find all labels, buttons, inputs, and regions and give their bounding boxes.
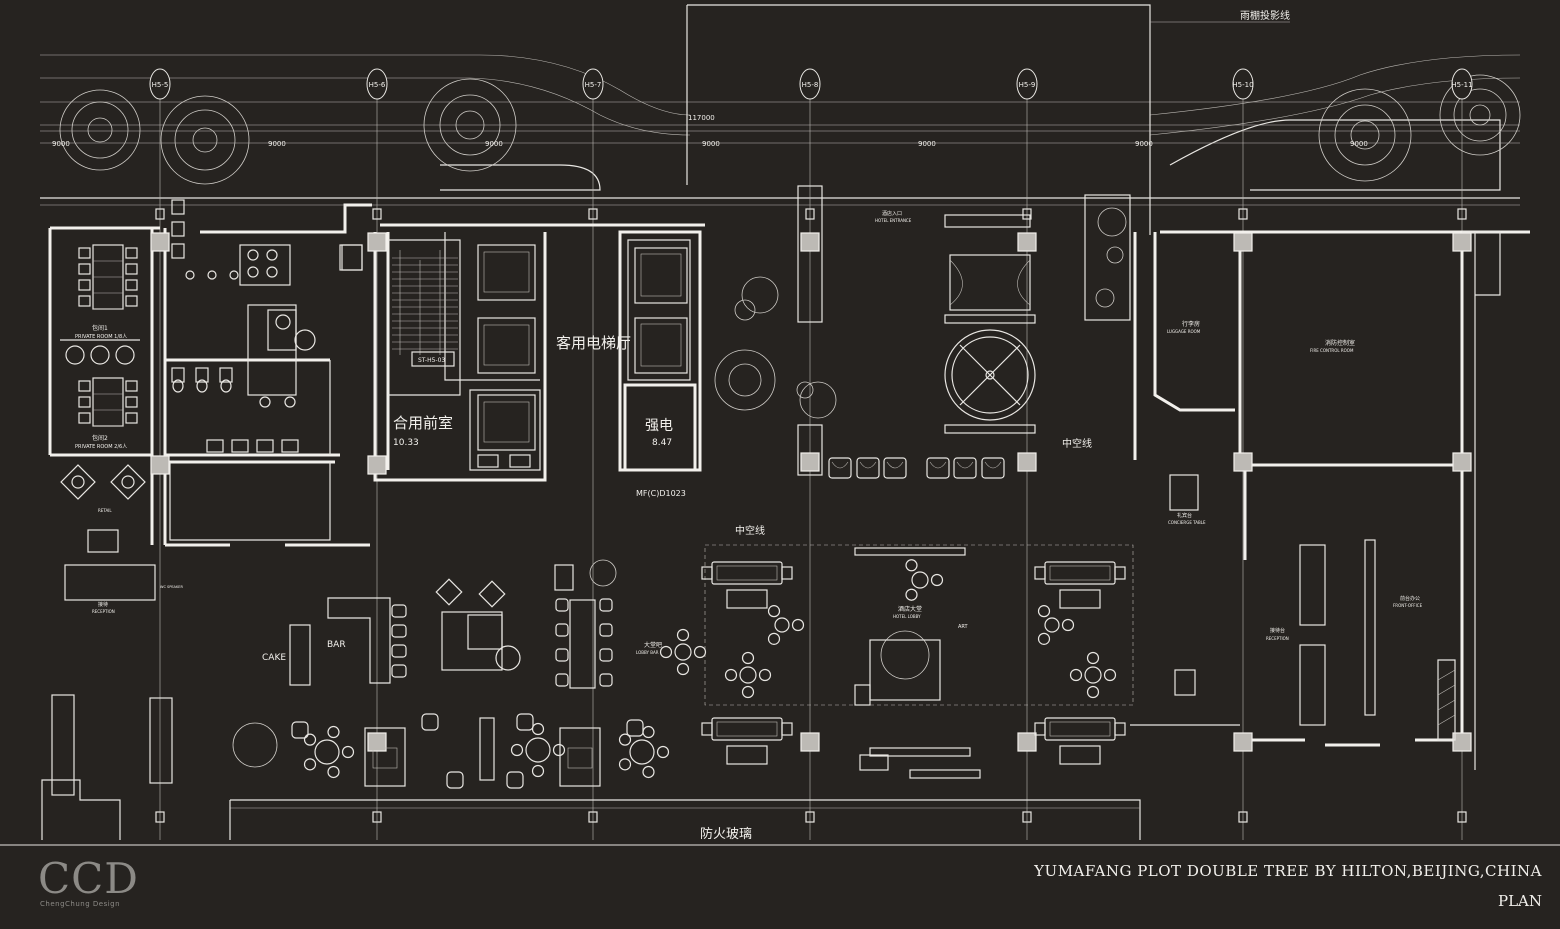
reception-cn: 接待台 (1270, 627, 1285, 634)
lobby-bar-cn: 大堂吧 (644, 641, 662, 649)
column (1233, 452, 1253, 472)
column (1452, 452, 1472, 472)
reception-left-cn: 接待 (98, 601, 108, 608)
overall-dimension: 117000 (688, 114, 715, 122)
private-room-2-en: PRIVATE ROOM 2/6人 (75, 444, 127, 450)
bar-label: BAR (327, 640, 346, 650)
column (1452, 232, 1472, 252)
electrical-room-label: 强电 (645, 418, 673, 434)
column (1233, 732, 1253, 752)
column (367, 455, 387, 475)
column (800, 452, 820, 472)
private-room-tables (60, 244, 146, 553)
bay-dimension: 9000 (52, 140, 70, 148)
grid-axis-label: H5-10 (1232, 81, 1253, 89)
electrical-room-area: 8.47 (652, 438, 672, 448)
shared-lobby-area: 10.33 (393, 438, 419, 448)
cake-label: CAKE (262, 653, 286, 663)
column (367, 732, 387, 752)
room-labels: 客用电梯厅 合用前室 10.33 强电 8.47 MF(C)D1023 ST-H… (75, 210, 1423, 842)
luggage-room-cn: 行李房 (1182, 320, 1200, 328)
hotel-lobby-en: HOTEL LOBBY (893, 614, 921, 619)
column (1017, 232, 1037, 252)
atrium-line-label-2: 中空线 (735, 524, 765, 537)
column (150, 232, 170, 252)
private-room-2-cn: 包间2 (92, 434, 108, 442)
luggage-room-en: LUGGAGE ROOM (1167, 329, 1201, 334)
bay-dimension: 9000 (918, 140, 936, 148)
ccd-logo-subtitle: ChengChung Design (40, 900, 121, 908)
fire-control-en: FIRE CONTROL ROOM (1310, 348, 1354, 353)
bay-dimension: 9000 (702, 140, 720, 148)
lobby-furniture (289, 194, 1456, 789)
hotel-lobby-cn: 酒店大堂 (898, 605, 922, 613)
private-room-1-en: PRIVATE ROOM 1/8人 (75, 334, 127, 340)
concierge-cn: 礼宾台 (1177, 512, 1192, 519)
project-title: YUMAFANG PLOT DOUBLE TREE BY HILTON,BEIJ… (1034, 862, 1542, 880)
canopy-note: 雨棚投影线 (1240, 9, 1290, 22)
grid-bubble (1016, 68, 1038, 100)
hotel-entrance-cn: 酒店入口 (882, 210, 902, 217)
dimension-line: 117000 (40, 114, 1520, 144)
column (367, 232, 387, 252)
door-tag: MF(C)D1023 (636, 489, 686, 498)
grid-axis-label: H5-11 (1451, 81, 1472, 89)
elevators (477, 244, 688, 468)
bay-dimension: 9000 (1135, 140, 1153, 148)
reception-en: RECEPTION (1266, 636, 1289, 641)
column (1452, 732, 1472, 752)
column (150, 455, 170, 475)
hotel-entrance-en: HOTEL ENTRANCE (875, 218, 912, 223)
street-lines (40, 54, 1521, 206)
reception-left-en: RECEPTION (92, 609, 115, 614)
sheet-title: PLAN (1497, 892, 1542, 910)
street-trees (59, 74, 1521, 768)
grid-axis-label: H5-8 (802, 81, 819, 89)
grid-axis-label: H5-5 (152, 81, 169, 89)
column (800, 732, 820, 752)
bay-dimensions: 9000 9000 9000 9000 9000 9000 9000 (52, 140, 1368, 148)
grid-axis-label: H5-6 (369, 81, 386, 89)
atrium-line-label: 中空线 (1062, 437, 1092, 450)
front-office-cn: 前台办公 (1400, 595, 1420, 602)
wc-speaker-label: WC SPEAKER (160, 585, 183, 589)
restroom-fixtures (171, 199, 363, 453)
ccd-logo: CCD (38, 854, 139, 903)
shared-lobby-label: 合用前室 (393, 414, 453, 432)
lobby-bar-en: LOBBY BAR (636, 650, 659, 655)
retail-label: RETAIL (98, 508, 112, 513)
concierge-en: CONCIERGE TABLE (1168, 520, 1206, 525)
private-room-1-cn: 包间1 (92, 324, 108, 332)
column (1233, 232, 1253, 252)
structural-columns (150, 232, 1472, 752)
front-office-en: FRONT-OFFICE (1393, 603, 1423, 608)
bay-dimension: 9000 (268, 140, 286, 148)
guest-elevator-hall-label: 客用电梯厅 (556, 334, 631, 352)
grid-bubble (366, 68, 388, 100)
stair-tag: ST-H5-03 (418, 357, 445, 364)
column (1017, 452, 1037, 472)
stair-core (392, 250, 458, 367)
grid-bubble (799, 68, 821, 100)
grid-bubble (1232, 68, 1254, 100)
bay-dimension: 9000 (485, 140, 503, 148)
column (800, 232, 820, 252)
grid-bubble (149, 68, 171, 100)
fire-control-cn: 消防控制室 (1325, 339, 1355, 347)
column (1017, 732, 1037, 752)
grid-bubble (582, 68, 604, 100)
bay-dimension: 9000 (1350, 140, 1368, 148)
grid-axis-label: H5-9 (1019, 81, 1036, 89)
art-label: ART (958, 624, 969, 630)
fire-glass-label: 防火玻璃 (700, 826, 752, 842)
grid-axis-label: H5-7 (585, 81, 602, 89)
canopy-outline: 雨棚投影线 (686, 4, 1290, 235)
building-walls (41, 185, 1530, 840)
grid-bubble (1451, 68, 1473, 100)
